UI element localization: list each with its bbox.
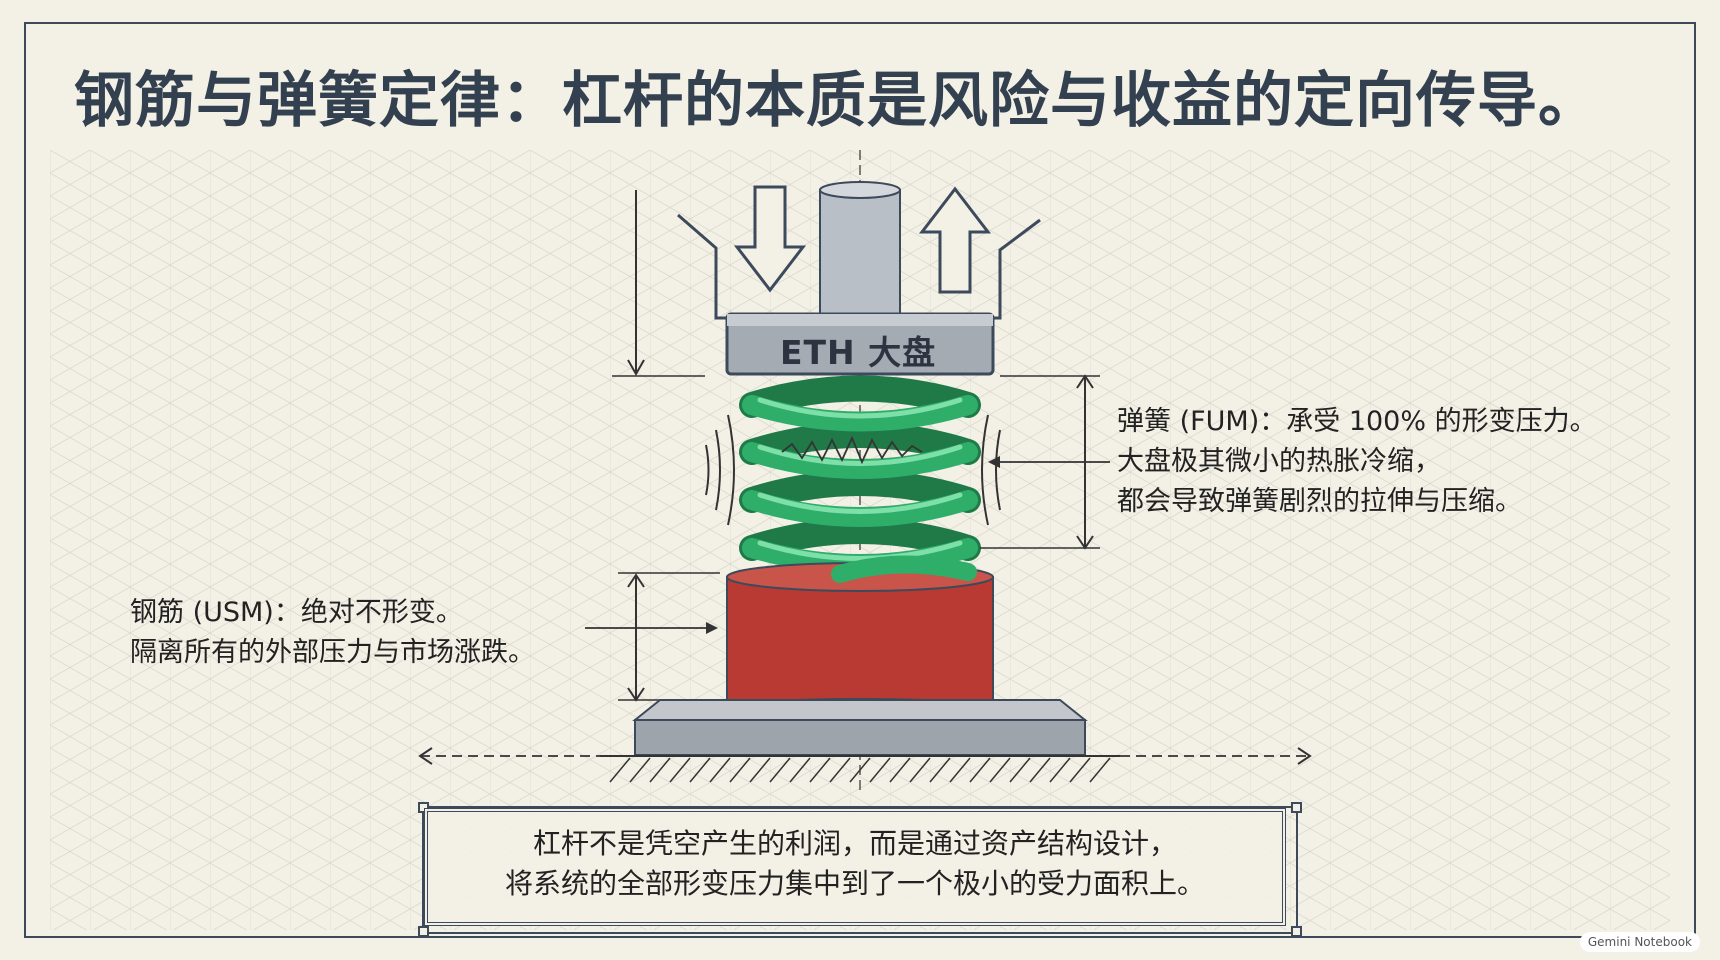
frame-corner <box>418 802 429 813</box>
conclusion-outer-frame <box>422 806 1298 934</box>
vibration-zigzag <box>781 435 923 465</box>
gemini-notebook-badge: Gemini Notebook <box>1579 932 1700 952</box>
frame-corner <box>1291 802 1302 813</box>
frame-corner <box>418 926 429 937</box>
conclusion-line: 将系统的全部形变压力集中到了一个极小的受力面积上。 <box>504 867 1205 900</box>
left-guide <box>677 213 732 320</box>
right-guide <box>990 218 1041 320</box>
conclusion-line: 杠杆不是凭空产生的利润，而是通过资产结构设计， <box>532 827 1177 860</box>
up-arrow-icon <box>918 186 992 294</box>
spring-callout-line: 大盘极其微小的热胀冷缩， <box>1117 446 1441 477</box>
steel-callout-line: 隔离所有的外部压力与市场涨跌。 <box>130 637 535 668</box>
vibration-marks <box>705 414 1001 526</box>
outer-frame <box>24 22 1696 938</box>
spring <box>739 375 981 574</box>
conclusion-box: 杠杆不是凭空产生的利润，而是通过资产结构设计， 将系统的全部形变压力集中到了一个… <box>424 808 1286 926</box>
spring-callout-line: 都会导致弹簧剧烈的拉伸与压缩。 <box>1117 486 1522 517</box>
steel-block <box>726 562 994 720</box>
down-arrow-icon <box>733 185 807 293</box>
frame-corner <box>1291 926 1302 937</box>
piston-rod <box>819 189 901 319</box>
spring-callout-line: 弹簧 (FUM)：承受 100% 的形变压力。 <box>1117 406 1597 437</box>
steel-callout: 钢筋 (USM)：绝对不形变。 隔离所有的外部压力与市场涨跌。 <box>130 593 535 673</box>
spring-callout: 弹簧 (FUM)：承受 100% 的形变压力。 大盘极其微小的热胀冷缩， 都会导… <box>1117 402 1597 522</box>
base-plate <box>632 699 1088 721</box>
steel-callout-line: 钢筋 (USM)：绝对不形变。 <box>130 597 463 628</box>
eth-cap-label: ETH 大盘 <box>780 333 937 372</box>
page-title: 钢筋与弹簧定律：杠杆的本质是风险与收益的定向传导。 <box>74 66 1599 136</box>
ground-hatching <box>609 757 1111 783</box>
